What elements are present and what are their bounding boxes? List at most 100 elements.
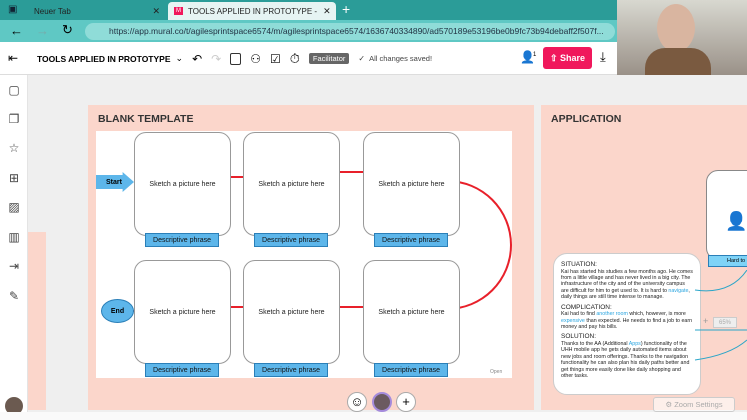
templates-icon[interactable]: ❐ — [8, 112, 20, 126]
tab-neuer-tab[interactable]: Neuer Tab ✕ — [28, 2, 166, 20]
emoji-reaction-button[interactable]: ☺ — [347, 392, 367, 412]
redo-icon[interactable]: ↷ — [211, 51, 222, 66]
connector-path — [694, 339, 747, 361]
timer-icon[interactable]: ⏱ — [289, 50, 300, 66]
sketch-card[interactable]: Sketch a picture here — [134, 132, 231, 236]
participant-avatar[interactable] — [372, 392, 392, 412]
collaborators-icon[interactable]: 👤 — [520, 50, 535, 64]
check-icon: ✓ — [358, 54, 366, 63]
facilitator-badge[interactable]: Facilitator — [308, 53, 350, 64]
close-icon[interactable]: ✕ — [152, 5, 160, 16]
library-icon[interactable]: ▥ — [8, 230, 20, 244]
voting-icon[interactable]: ☑ — [269, 51, 281, 66]
end-oval: End — [101, 299, 134, 323]
phrase-box[interactable]: Descriptive phrase — [145, 363, 219, 377]
sticky-note-icon[interactable]: ▢ — [8, 83, 20, 97]
upload-icon: ⇧ — [549, 52, 561, 63]
section-title: BLANK TEMPLATE — [98, 113, 194, 125]
gear-icon: ⚙ — [665, 400, 675, 409]
person-icon: 👤 — [725, 211, 747, 231]
zoom-settings-label: Zoom Settings — [674, 400, 723, 409]
solution-title: SOLUTION: — [561, 333, 597, 341]
text: which, however, is more — [629, 311, 686, 318]
tab-label: Neuer Tab — [34, 6, 71, 16]
download-icon[interactable]: ⤓ — [600, 49, 606, 64]
connector-line — [231, 176, 243, 178]
highlight: navigate — [668, 287, 689, 294]
webcam-video — [617, 0, 747, 75]
connector-path — [694, 270, 747, 292]
frameworks-icon[interactable]: ⊞ — [8, 171, 20, 185]
share-button[interactable]: ⇧ Share — [543, 47, 592, 69]
sketch-card[interactable]: Sketch a picture here — [134, 260, 231, 364]
chevron-down-icon[interactable]: ⌄ — [175, 53, 184, 63]
phrase-box[interactable]: Descriptive phrase — [374, 363, 448, 377]
start-label: Start — [106, 178, 122, 186]
pain-point-tag[interactable]: Hard to — [708, 255, 747, 267]
invite-button[interactable]: + — [396, 392, 416, 412]
undo-icon[interactable]: ↶ — [192, 51, 203, 66]
start-arrow: Start — [96, 172, 134, 192]
zoom-settings-button[interactable]: ⚙ Zoom Settings — [653, 397, 735, 412]
sketch-card[interactable]: Sketch a picture here — [363, 260, 460, 364]
highlight: Apps — [628, 341, 641, 348]
exit-icon[interactable]: ⇤ — [8, 51, 19, 65]
tab-actions-icon[interactable]: ▣ — [8, 4, 18, 15]
left-sidebar: ▢ ❐ ☆ ⊞ ▨ ▥ ⇥ ✎ — [0, 75, 28, 420]
image-icon[interactable]: ▨ — [8, 200, 20, 214]
user-avatar[interactable] — [5, 397, 23, 415]
zoom-level[interactable]: 65% — [713, 317, 737, 328]
solution-text: Thanks to the AA (Additional Apps) funct… — [561, 341, 693, 379]
highlight: expensive — [561, 317, 585, 324]
text: , daily things are still time intense to… — [561, 287, 690, 301]
persona-card[interactable]: 👤 — [706, 170, 747, 260]
close-icon[interactable]: ✕ — [323, 5, 331, 16]
reload-icon[interactable]: ↻ — [62, 22, 73, 37]
end-label: End — [110, 307, 125, 315]
presenter-face — [657, 4, 695, 52]
text: Kai had to find — [561, 311, 595, 318]
open-link[interactable]: Open — [490, 369, 503, 375]
phrase-box[interactable]: Descriptive phrase — [254, 363, 328, 377]
highlight: another room — [596, 311, 628, 318]
connector-lines — [694, 270, 747, 361]
back-icon[interactable]: ← — [10, 23, 23, 38]
collaborator-count: 1 — [533, 52, 537, 58]
situation-text: Kai has started his studies a few months… — [561, 269, 693, 301]
complication-text: Kai had to find another room which, howe… — [561, 311, 693, 330]
pen-icon[interactable]: ✎ — [8, 289, 20, 303]
text: ) functionality of the UHH mobile app he… — [561, 341, 690, 379]
sketch-card[interactable]: Sketch a picture here — [243, 132, 340, 236]
save-status: All changes saved! — [369, 54, 433, 63]
text: Kai has started his studies a few months… — [561, 268, 693, 294]
import-icon[interactable]: ⇥ — [8, 259, 20, 273]
tab-label: TOOLS APPLIED IN PROTOTYPE - — [188, 6, 318, 16]
star-icon[interactable]: ☆ — [8, 141, 20, 155]
sketch-card[interactable]: Sketch a picture here — [363, 132, 460, 236]
presenter-body — [645, 48, 711, 75]
section-title: APPLICATION — [551, 113, 622, 125]
story-card[interactable]: SITUATION: Kai has started his studies a… — [553, 253, 701, 395]
bottom-bar — [0, 412, 747, 420]
mural-title[interactable]: TOOLS APPLIED IN PROTOTYPE — [37, 53, 171, 64]
connector-line — [340, 306, 364, 308]
connector-line — [231, 306, 243, 308]
connector-line — [340, 171, 364, 173]
url-input[interactable]: https://app.mural.co/t/agilesprintspace6… — [85, 23, 615, 40]
mural-favicon-icon: M — [174, 7, 183, 15]
phrase-box[interactable]: Descriptive phrase — [145, 233, 219, 247]
sketch-card[interactable]: Sketch a picture here — [243, 260, 340, 364]
situation-title: SITUATION: — [561, 261, 597, 268]
offscreen-area — [28, 232, 46, 410]
forward-icon[interactable]: → — [36, 23, 49, 38]
tab-mural[interactable]: M TOOLS APPLIED IN PROTOTYPE - ✕ — [168, 2, 336, 20]
text: than expected. He needs to find a job to… — [561, 317, 693, 330]
sticky-note-icon[interactable] — [230, 52, 242, 65]
outline-icon[interactable]: ⚇ — [250, 51, 261, 66]
zoom-in-button[interactable]: + — [703, 316, 709, 326]
phrase-box[interactable]: Descriptive phrase — [374, 233, 448, 247]
new-tab-button[interactable]: + — [342, 1, 351, 17]
phrase-box[interactable]: Descriptive phrase — [254, 233, 328, 247]
share-label: Share — [560, 53, 586, 63]
toolbar-row: TOOLS APPLIED IN PROTOTYPE ⌄ ↶ ↷ ⚇ ☑ ⏱ F… — [37, 42, 432, 75]
